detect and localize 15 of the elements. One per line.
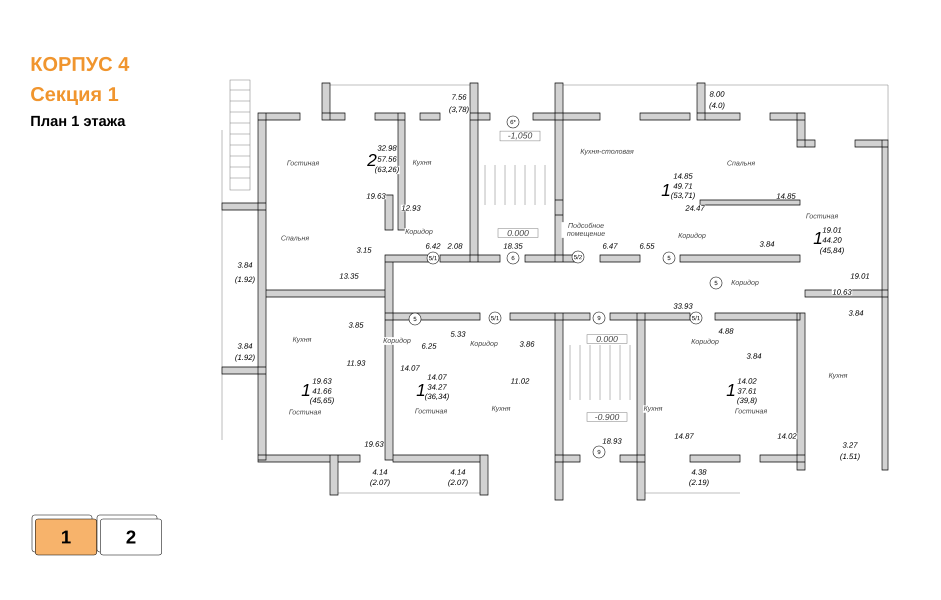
floor-subtitle: План 1 этажа xyxy=(31,116,126,126)
section-button: 2 xyxy=(96,514,162,556)
room-count: 1 xyxy=(416,384,426,396)
title: КОРПУС 4 xyxy=(32,56,130,72)
room-count: 1 xyxy=(726,384,736,396)
room-count: 1 xyxy=(812,232,824,244)
level-mark: -1,050 xyxy=(500,130,540,142)
level-mark: 0.000 xyxy=(498,228,538,238)
room-count: 1 xyxy=(660,184,672,196)
room-count: 2 xyxy=(366,153,378,167)
level-mark: -0.900 xyxy=(586,412,628,422)
room-count: 1 xyxy=(300,384,312,396)
level-mark: 0.000 xyxy=(586,334,628,344)
section-subtitle: Секция 1 xyxy=(31,87,118,105)
section-button: 1 xyxy=(32,514,97,556)
